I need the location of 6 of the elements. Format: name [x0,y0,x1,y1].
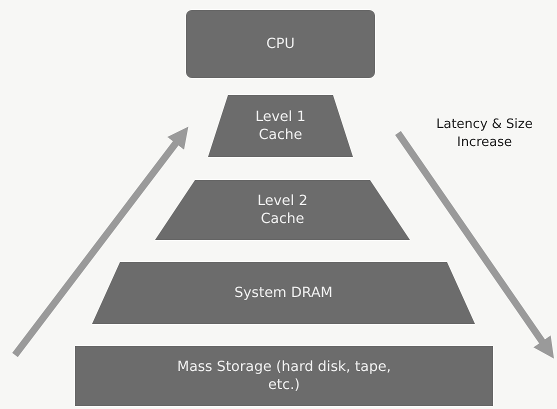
level-label: System DRAM [234,284,333,302]
level-label: Level 1 Cache [254,108,307,144]
level-label: CPU [266,35,295,53]
axis-caption: Latency & Size Increase [435,116,534,152]
level-label: Mass Storage (hard disk, tape, etc.) [176,358,392,394]
level-label: Level 2 Cache [256,192,309,228]
